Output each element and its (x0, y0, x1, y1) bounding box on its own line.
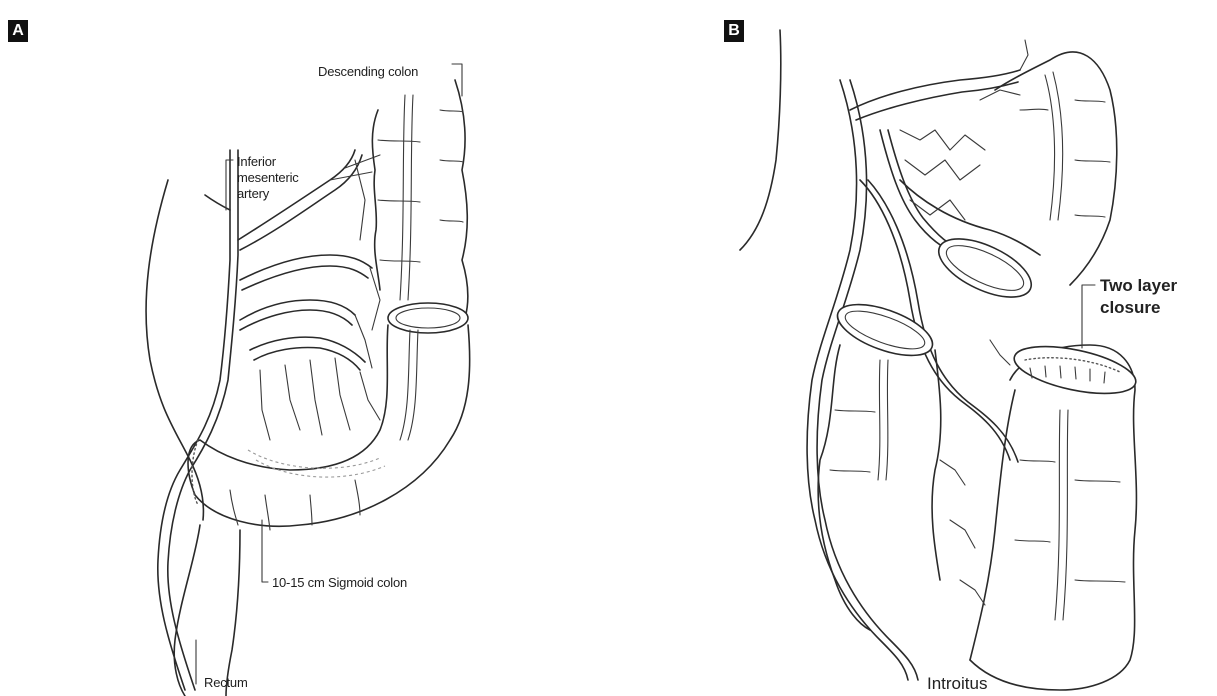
label-inferior-mesenteric-artery-line3: artery (237, 186, 269, 201)
upper-stump (930, 227, 1039, 309)
label-sigmoid-colon: 10-15 cm Sigmoid colon (272, 575, 407, 590)
label-inferior-mesenteric-artery-line2: mesenteric (237, 170, 299, 185)
label-descending-colon: Descending colon (318, 64, 418, 79)
pelvic-wall-outline (146, 180, 203, 520)
label-introitus: Introitus (927, 674, 987, 694)
label-inferior-mesenteric-artery-line1: Inferior (237, 154, 276, 169)
panel-a-illustration (146, 64, 470, 696)
label-two-layer-closure-line1: Two layer (1100, 276, 1177, 296)
panel-a-badge: A (8, 20, 28, 42)
label-two-layer-closure-line2: closure (1100, 298, 1160, 318)
panel-b-badge: B (724, 20, 744, 42)
ima-trunk-inner (168, 150, 238, 690)
descending-colon-b-outer (995, 52, 1117, 285)
left-stump (831, 294, 939, 366)
pelvic-wall-outline-b (740, 30, 781, 250)
panel-b-illustration (740, 30, 1140, 690)
label-rectum: Rectum (204, 675, 248, 690)
pulled-through-colon (970, 345, 1136, 690)
left-colon-segment (818, 345, 870, 630)
descending-colon-right-wall (455, 80, 468, 318)
